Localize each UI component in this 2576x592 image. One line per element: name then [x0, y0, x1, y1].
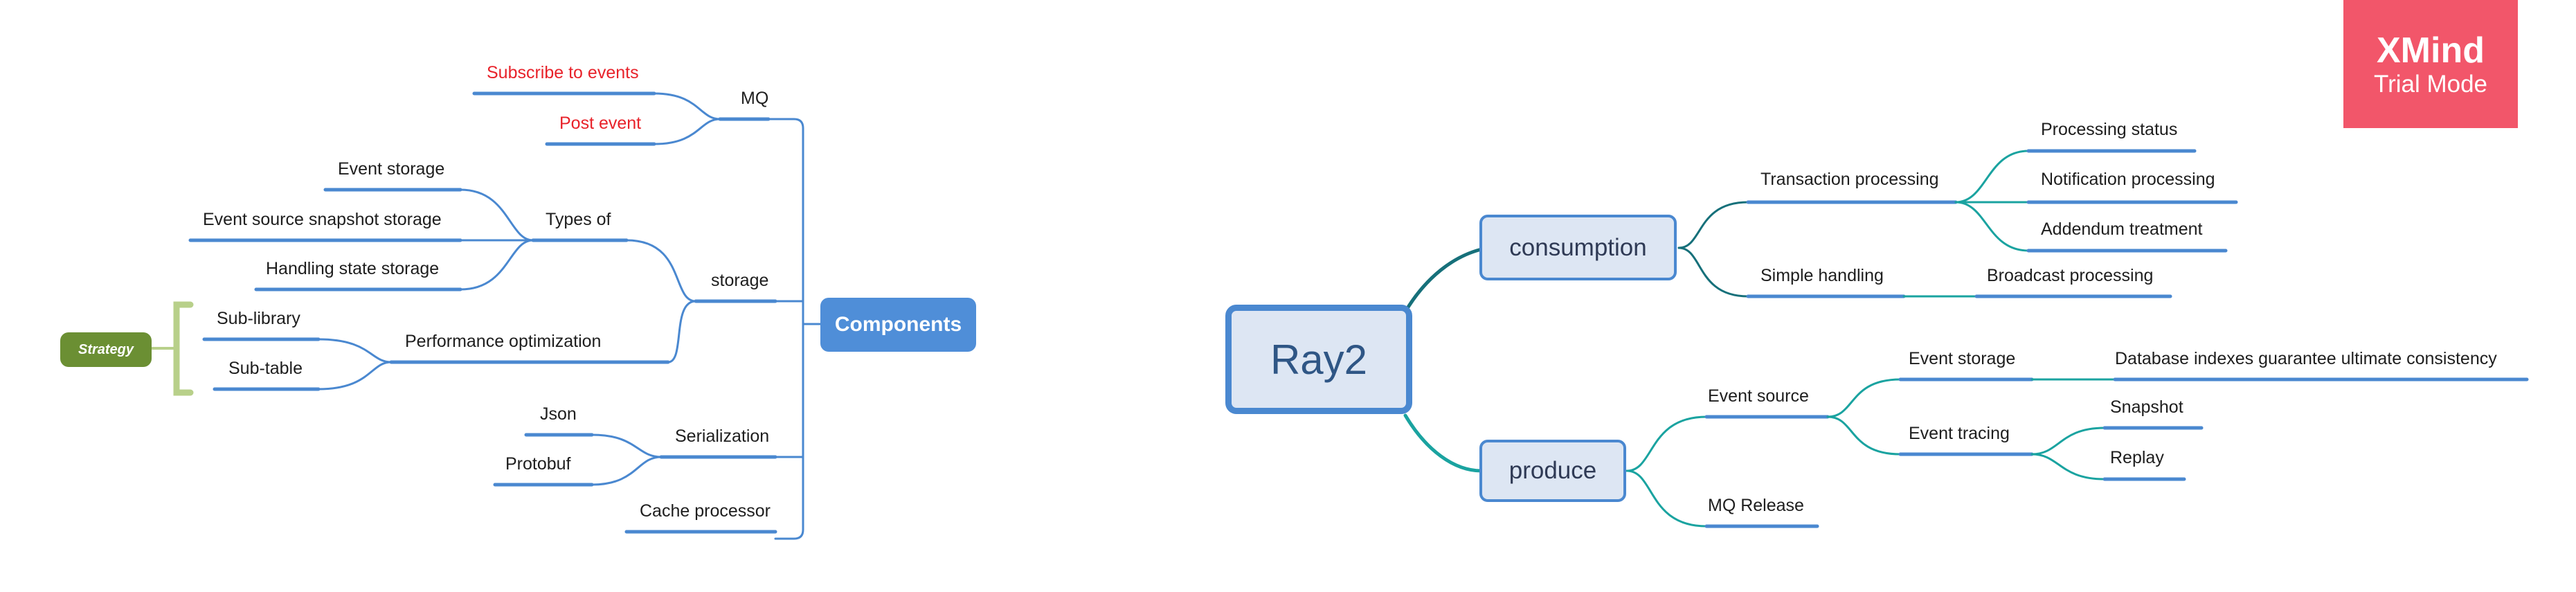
- connector-consumption-simple: [1677, 246, 1749, 298]
- topic-event-source[interactable]: Event source: [1708, 386, 1809, 406]
- strategy-bracket: [173, 301, 194, 396]
- connector-root-produce: [1403, 413, 1484, 473]
- branch-consumption[interactable]: consumption: [1479, 215, 1677, 280]
- topic-replay[interactable]: Replay: [2110, 448, 2164, 467]
- topic-event-storage-right[interactable]: Event storage: [1909, 349, 2016, 368]
- topic-subscribe-to-events[interactable]: Subscribe to events: [487, 63, 639, 82]
- topic-components[interactable]: Components: [820, 298, 976, 352]
- topic-storage[interactable]: storage: [711, 271, 769, 290]
- topic-cache-processor[interactable]: Cache processor: [640, 501, 771, 521]
- connector-root-consumption: [1403, 247, 1484, 314]
- topic-performance-optimization[interactable]: Performance optimization: [405, 332, 602, 351]
- summary-strategy[interactable]: Strategy: [60, 332, 152, 367]
- topic-json[interactable]: Json: [540, 404, 577, 424]
- topic-serialization[interactable]: Serialization: [675, 427, 770, 446]
- topic-event-storage-left[interactable]: Event storage: [338, 159, 445, 179]
- topic-types-of[interactable]: Types of: [546, 210, 611, 229]
- topic-event-source-snapshot-storage[interactable]: Event source snapshot storage: [203, 210, 442, 229]
- topic-protobuf[interactable]: Protobuf: [505, 454, 571, 474]
- topic-sub-library[interactable]: Sub-library: [217, 309, 300, 328]
- xmind-trial-watermark: XMind Trial Mode: [2343, 0, 2518, 128]
- topic-sub-table[interactable]: Sub-table: [228, 359, 303, 378]
- topic-snapshot[interactable]: Snapshot: [2110, 397, 2183, 417]
- topic-addendum-treatment[interactable]: Addendum treatment: [2041, 219, 2203, 239]
- topic-mq[interactable]: MQ: [741, 89, 769, 108]
- topic-database-indexes[interactable]: Database indexes guarantee ultimate cons…: [2115, 349, 2497, 368]
- topic-processing-status[interactable]: Processing status: [2041, 120, 2178, 139]
- connector-consumption-transaction: [1677, 201, 1749, 249]
- branch-produce[interactable]: produce: [1479, 440, 1626, 502]
- root-topic[interactable]: Ray2: [1225, 305, 1412, 414]
- topic-notification-processing[interactable]: Notification processing: [2041, 170, 2215, 189]
- topic-mq-release[interactable]: MQ Release: [1708, 496, 1804, 515]
- topic-post-event[interactable]: Post event: [559, 114, 642, 133]
- watermark-subtitle: Trial Mode: [2373, 70, 2488, 98]
- topic-handling-state-storage[interactable]: Handling state storage: [266, 259, 440, 278]
- watermark-title: XMind: [2377, 30, 2485, 71]
- topic-event-tracing[interactable]: Event tracing: [1909, 424, 2010, 443]
- topic-broadcast-processing[interactable]: Broadcast processing: [1987, 266, 2154, 285]
- topic-transaction-processing[interactable]: Transaction processing: [1760, 170, 1939, 189]
- topic-simple-handling[interactable]: Simple handling: [1760, 266, 1884, 285]
